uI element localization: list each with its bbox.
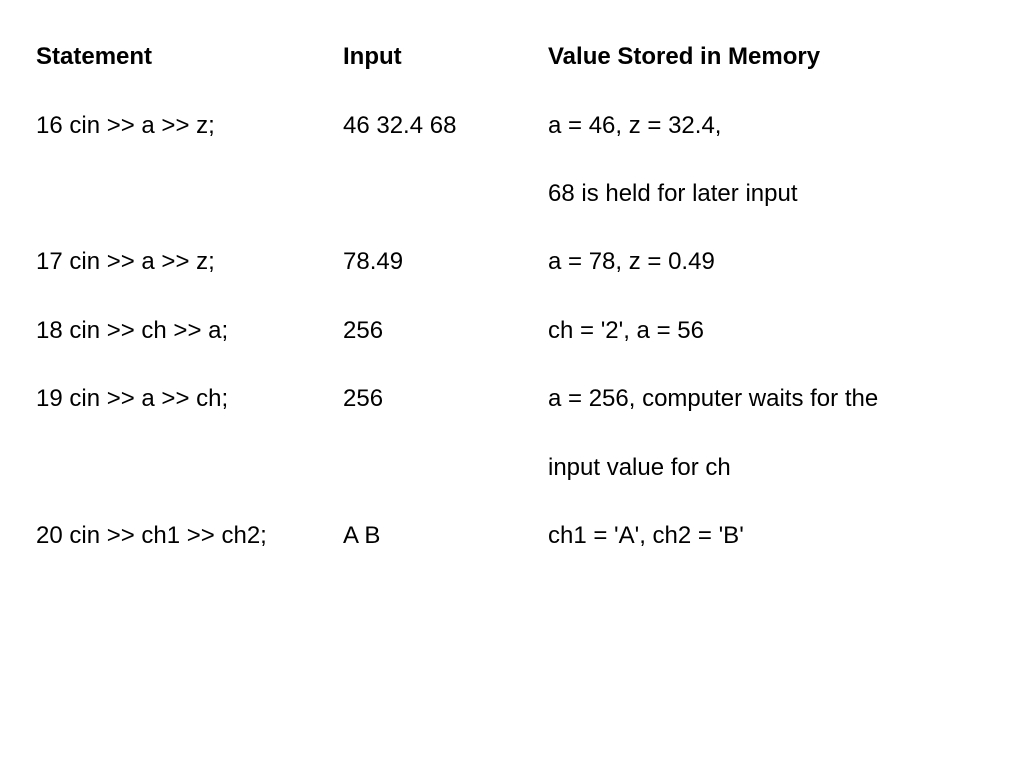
table-row: input value for ch [36,451,996,485]
input-cell: 46 32.4 68 [343,112,457,139]
value-cell: ch1 = 'A', ch2 = 'B' [548,522,744,549]
table-row: 20 cin >> ch1 >> ch2; A B ch1 = 'A', ch2… [36,519,996,553]
input-cell: 256 [343,385,384,412]
statement-cell: 18 cin >> ch >> a; [36,317,229,344]
input-cell: A B [343,522,381,549]
input-column-header: Input [343,43,402,70]
value-cell: a = 46, z = 32.4, [548,112,722,139]
value-cell: a = 78, z = 0.49 [548,248,715,275]
table-row: 19 cin >> a >> ch; 256 a = 256, computer… [36,382,996,416]
value-cell: 68 is held for later input [548,180,798,207]
statement-cell: 20 cin >> ch1 >> ch2; [36,522,267,549]
statement-column-header: Statement [36,43,153,70]
table-row: 16 cin >> a >> z; 46 32.4 68 a = 46, z =… [36,109,996,143]
table-row: 17 cin >> a >> z; 78.49 a = 78, z = 0.49 [36,245,996,279]
input-cell: 256 [343,317,384,344]
value-column-header: Value Stored in Memory [548,43,821,70]
value-cell: a = 256, computer waits for the [548,385,879,412]
statement-cell: 17 cin >> a >> z; [36,248,215,275]
value-cell: input value for ch [548,454,731,481]
table-row: 18 cin >> ch >> a; 256 ch = '2', a = 56 [36,314,996,348]
input-cell: 78.49 [343,248,404,275]
value-cell: ch = '2', a = 56 [548,317,704,344]
table-row: 68 is held for later input [36,177,996,211]
statement-cell: 19 cin >> a >> ch; [36,385,229,412]
table-header-row: Statement Input Value Stored in Memory [36,40,996,74]
statement-cell: 16 cin >> a >> z; [36,112,215,139]
